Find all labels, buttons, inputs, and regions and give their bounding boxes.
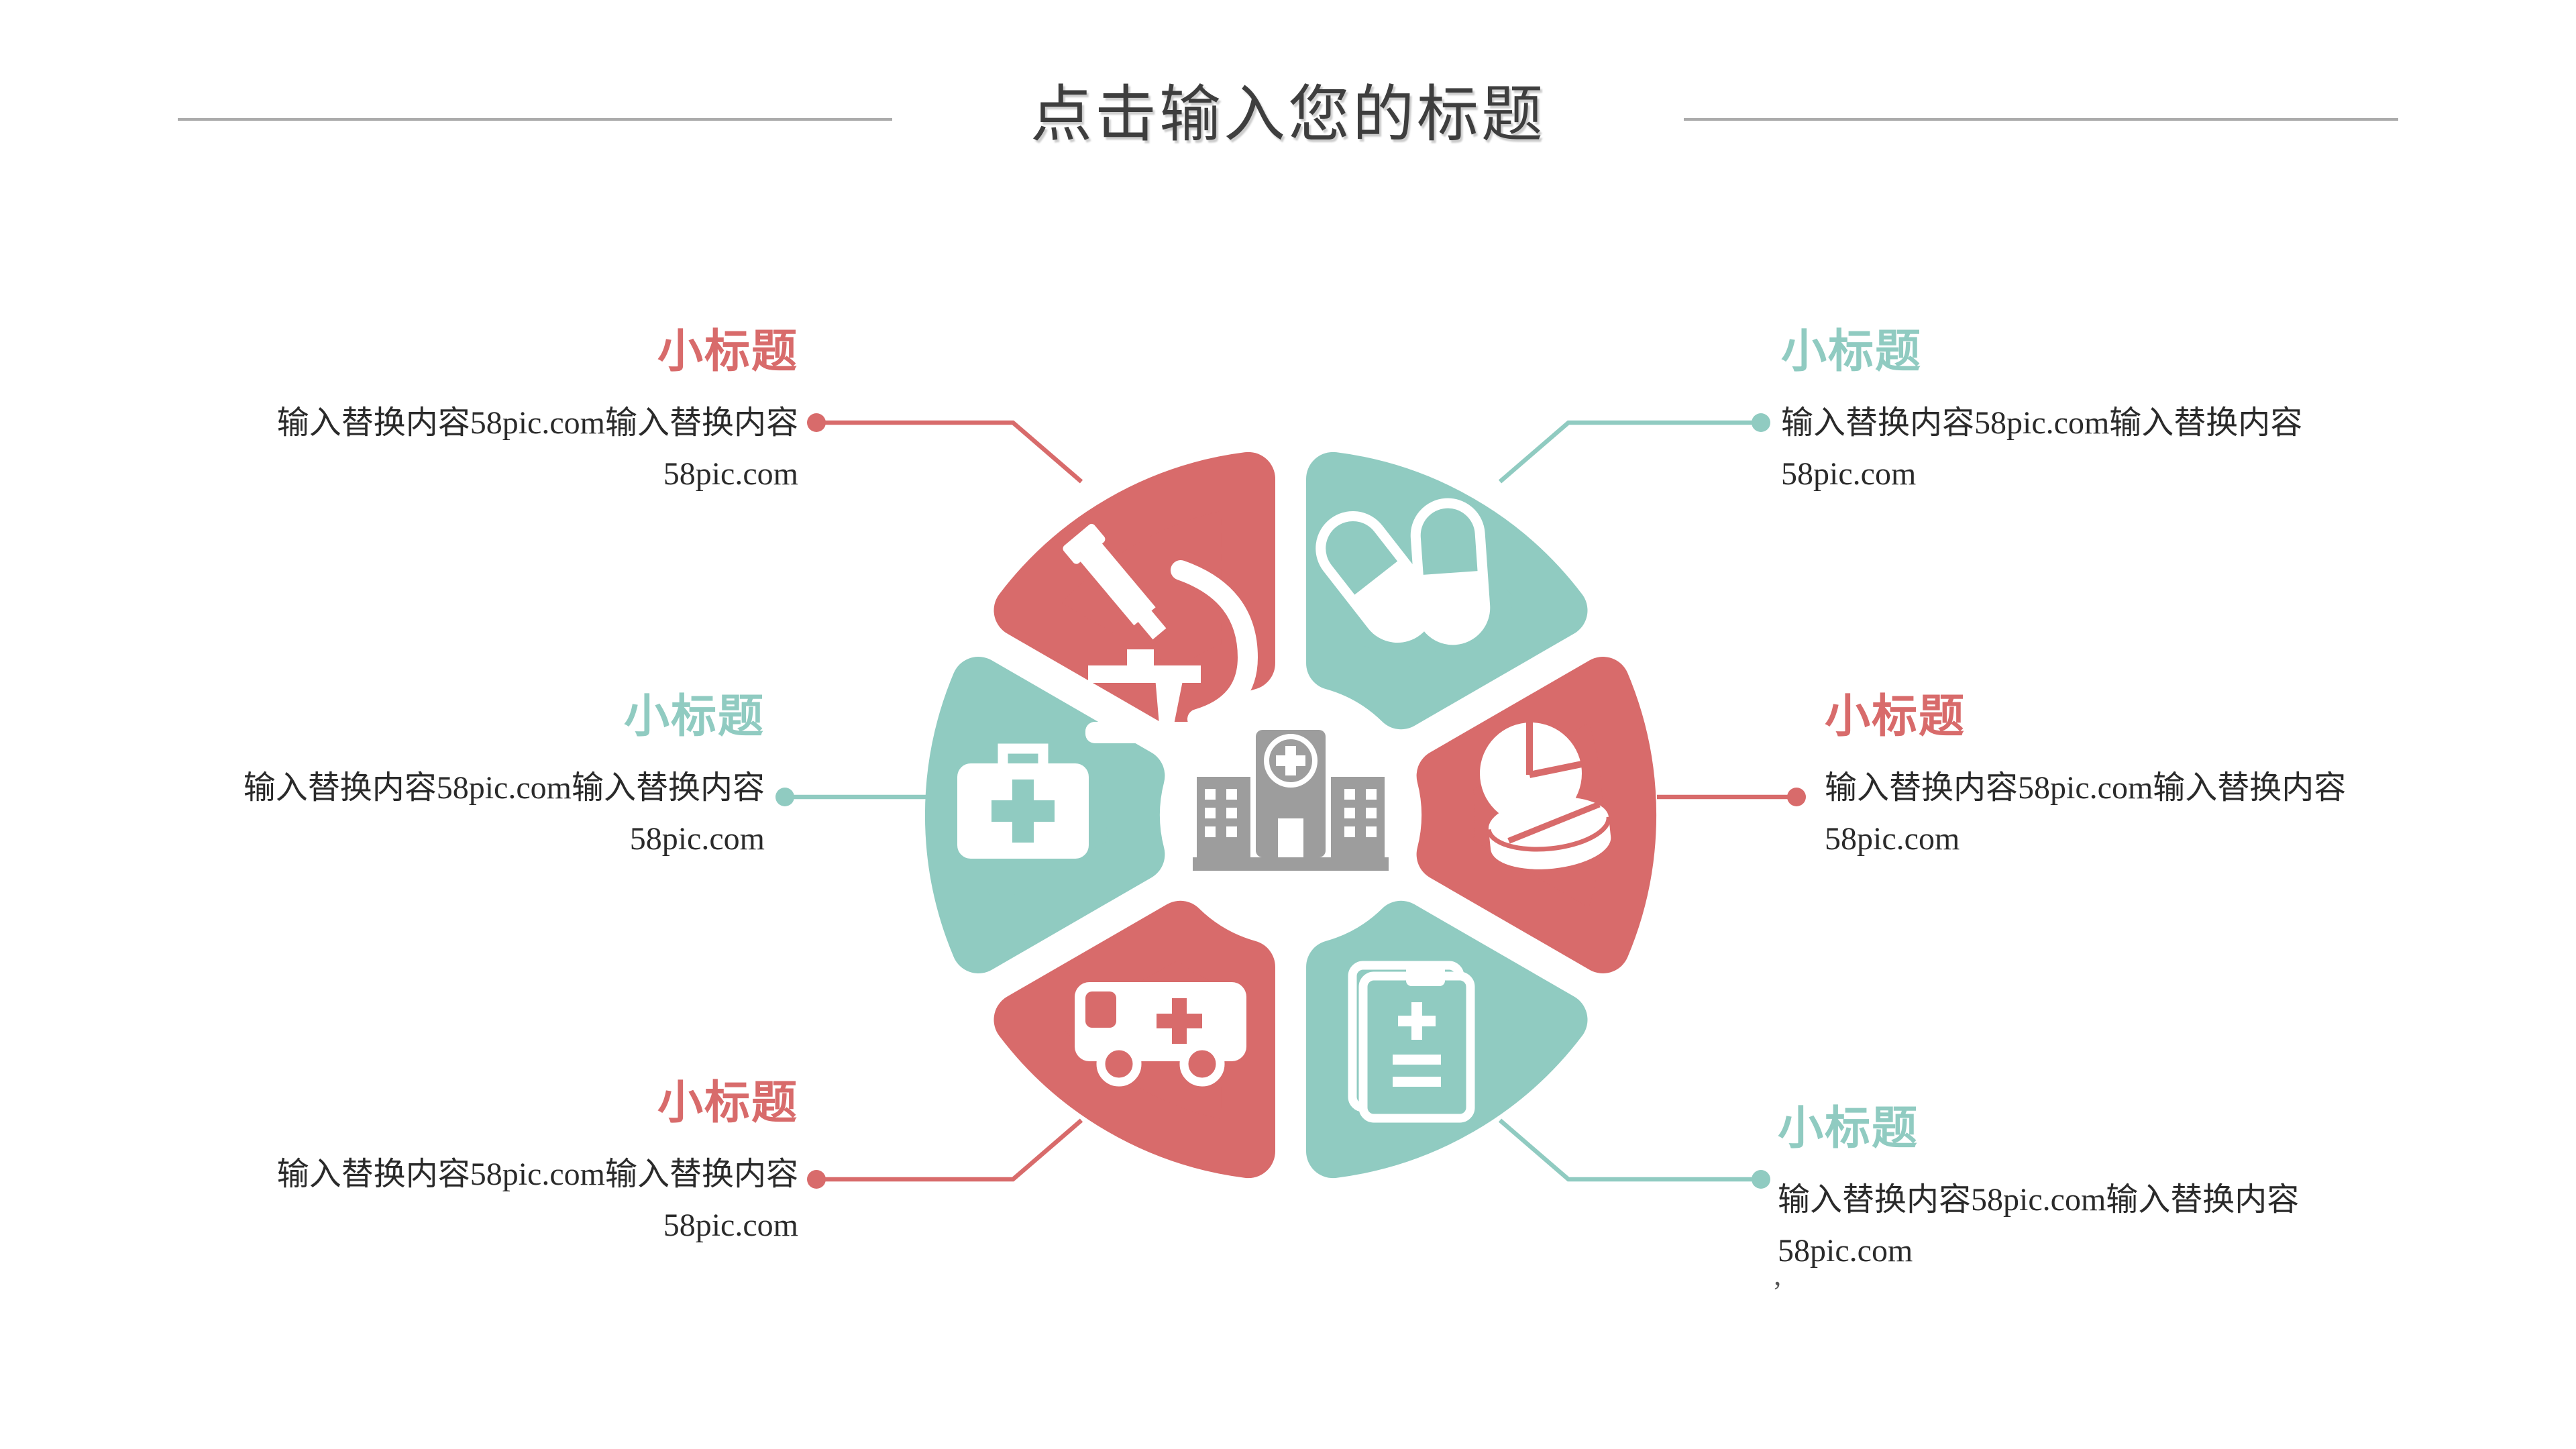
slide-title[interactable]: 点击输入您的标题 — [1030, 80, 1546, 149]
text-block-top-right[interactable]: 小标题 输入替换内容58pic.com输入替换内容 58pic.com — [1781, 314, 2553, 500]
body-line1-top-right[interactable]: 输入替换内容58pic.com输入替换内容 — [1781, 405, 2303, 441]
pills-icon — [1480, 722, 1611, 869]
connector-dot-bottom-right — [1752, 1170, 1770, 1189]
subtitle-top-right[interactable]: 小标题 — [1781, 326, 1923, 377]
connector-top-left — [816, 420, 1083, 484]
capsules-icon — [1316, 498, 1491, 645]
first-aid-kit-icon — [957, 743, 1089, 859]
body-line2-mid-left[interactable]: 58pic.com — [629, 821, 765, 857]
body-line1-bottom-left[interactable]: 输入替换内容58pic.com输入替换内容 — [276, 1157, 798, 1192]
hospital-icon — [1193, 730, 1389, 871]
body-line2-bottom-right[interactable]: 58pic.com — [1778, 1233, 1913, 1269]
subtitle-mid-right[interactable]: 小标题 — [1825, 691, 1966, 742]
connector-bottom-left — [816, 1118, 1083, 1182]
clipboard-icon — [1348, 961, 1475, 1123]
title-separator-left — [178, 118, 892, 121]
subtitle-bottom-left[interactable]: 小标题 — [657, 1077, 798, 1128]
text-block-mid-left[interactable]: 小标题 输入替换内容58pic.com输入替换内容 58pic.com — [0, 679, 765, 865]
body-line1-top-left[interactable]: 输入替换内容58pic.com输入替换内容 — [276, 405, 798, 441]
body-line1-bottom-right[interactable]: 输入替换内容58pic.com输入替换内容 — [1778, 1182, 2300, 1218]
body-line2-top-left[interactable]: 58pic.com — [663, 456, 798, 492]
connector-dot-mid-right — [1787, 788, 1806, 806]
connector-dot-top-left — [807, 413, 826, 432]
body-line2-top-right[interactable]: 58pic.com — [1781, 456, 1917, 492]
connector-dot-mid-left — [775, 788, 794, 806]
connector-dot-top-right — [1752, 413, 1770, 432]
subtitle-top-left[interactable]: 小标题 — [657, 326, 798, 377]
body-line1-mid-right[interactable]: 输入替换内容58pic.com输入替换内容 — [1825, 770, 2347, 806]
body-line1-mid-left[interactable]: 输入替换内容58pic.com输入替换内容 — [243, 770, 765, 806]
stray-mark: ’ — [1772, 1275, 1782, 1308]
connector-top-right — [1498, 420, 1761, 484]
text-block-mid-right[interactable]: 小标题 输入替换内容58pic.com输入替换内容 58pic.com — [1825, 679, 2576, 865]
microscope-icon — [1063, 523, 1258, 743]
body-line2-mid-right[interactable]: 58pic.com — [1825, 821, 1960, 857]
ambulance-icon — [1075, 982, 1246, 1087]
text-block-bottom-right[interactable]: 小标题 输入替换内容58pic.com输入替换内容 58pic.com — [1778, 1091, 2549, 1277]
connector-dot-bottom-left — [807, 1170, 826, 1189]
connector-lines — [775, 413, 1806, 1189]
connector-bottom-right — [1498, 1118, 1761, 1182]
text-block-top-left[interactable]: 小标题 输入替换内容58pic.com输入替换内容 58pic.com — [27, 314, 798, 500]
text-block-bottom-left[interactable]: 小标题 输入替换内容58pic.com输入替换内容 58pic.com — [27, 1065, 798, 1251]
body-line2-bottom-left[interactable]: 58pic.com — [663, 1208, 798, 1243]
title-separator-right — [1684, 118, 2398, 121]
subtitle-bottom-right[interactable]: 小标题 — [1778, 1103, 1919, 1154]
subtitle-mid-left[interactable]: 小标题 — [623, 691, 765, 742]
